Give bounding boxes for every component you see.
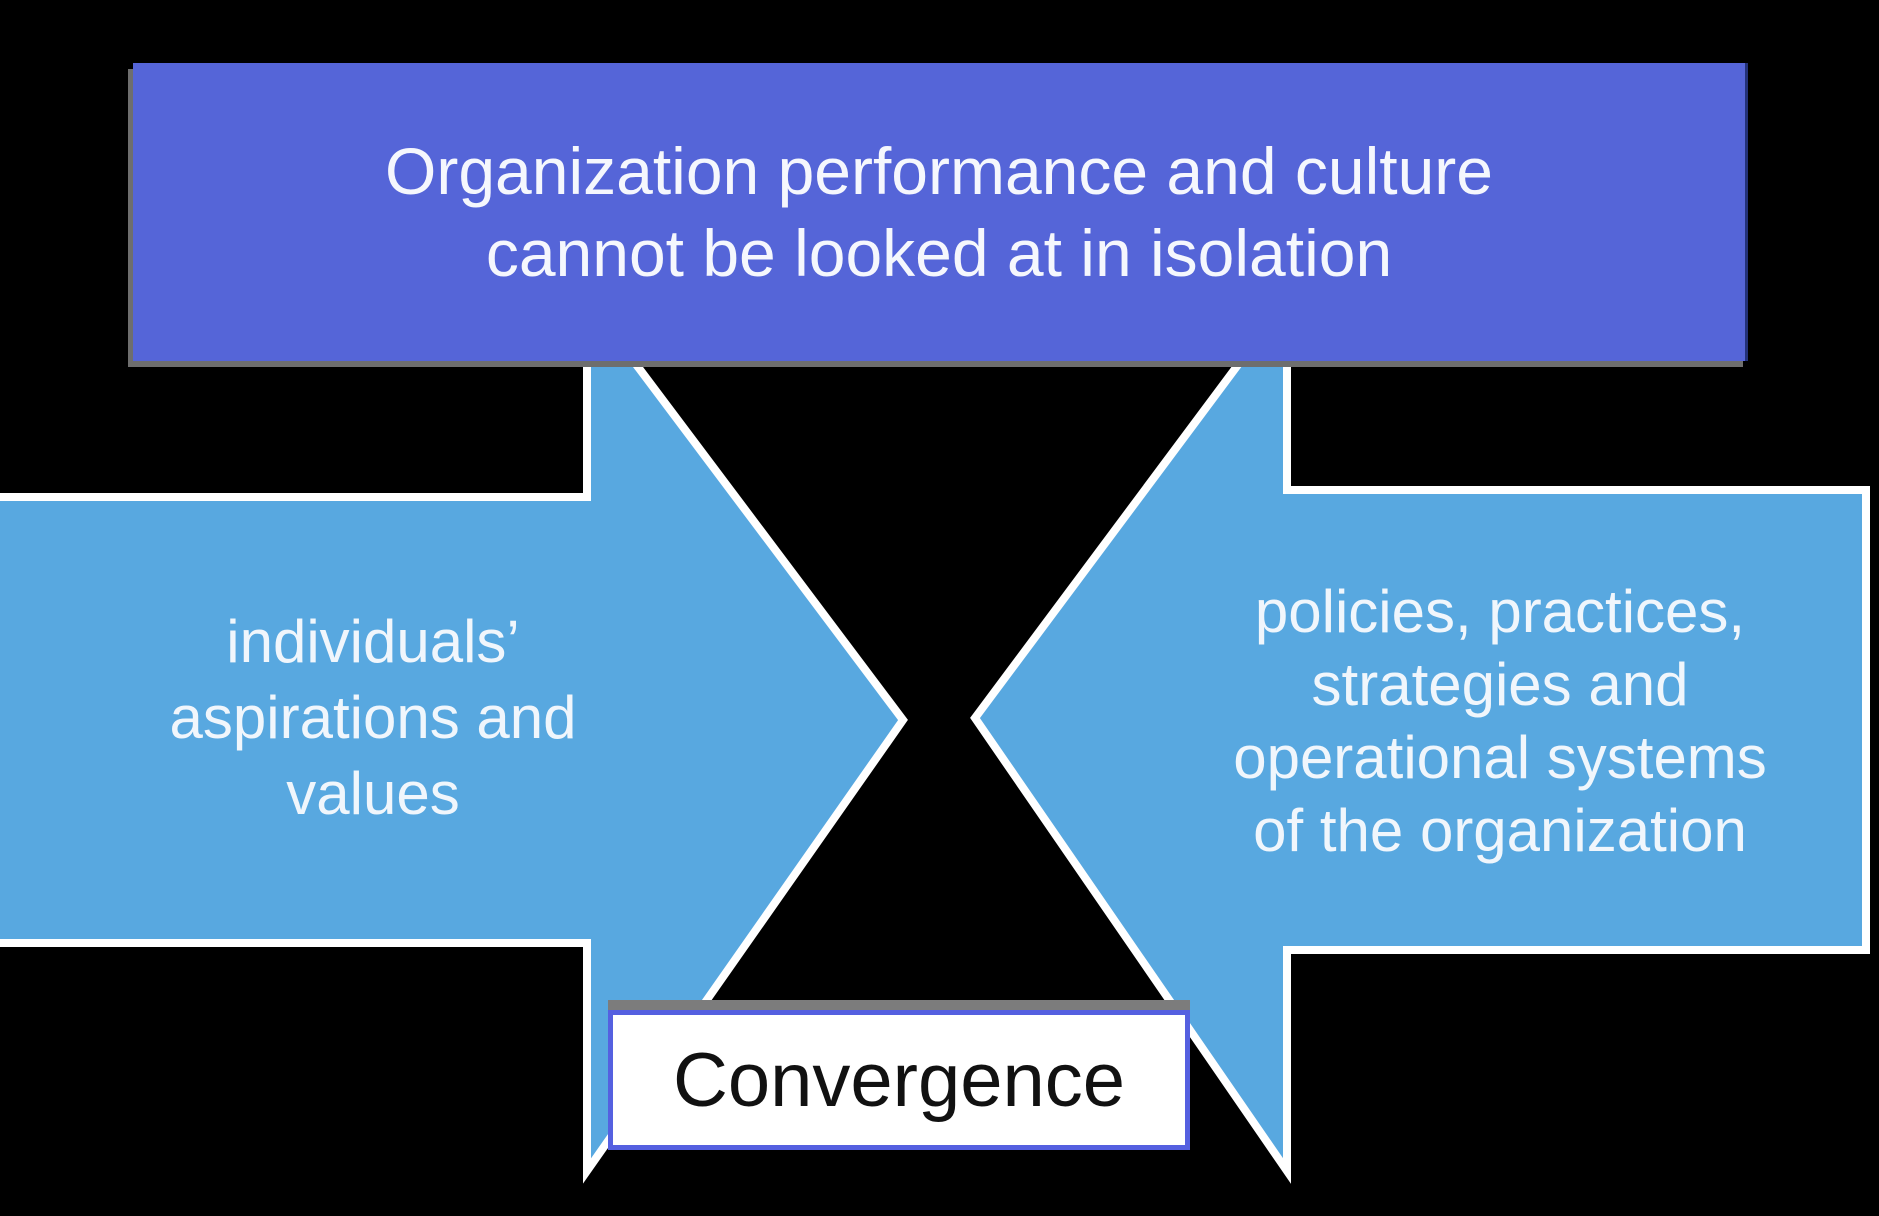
left-arrow-label: individuals’ aspirations and values bbox=[73, 604, 673, 832]
title-line-1: Organization performance and culture bbox=[385, 134, 1493, 208]
left-arrow-label-line-2: aspirations and bbox=[169, 684, 577, 751]
left-arrow-label-line-3: values bbox=[286, 760, 460, 827]
convergence-box: Convergence bbox=[608, 1010, 1190, 1150]
right-arrow-label-line-2: strategies and bbox=[1311, 651, 1689, 718]
convergence-label: Convergence bbox=[672, 1037, 1126, 1123]
right-arrow-shape bbox=[970, 286, 1870, 1184]
right-arrow-label-line-3: operational systems bbox=[1233, 724, 1767, 791]
title-line-2: cannot be looked at in isolation bbox=[485, 216, 1393, 290]
right-arrow-label-line-4: of the organization bbox=[1253, 797, 1747, 864]
left-arrow-label-line-1: individuals’ bbox=[226, 608, 520, 675]
right-arrow-label-line-1: policies, practices, bbox=[1254, 578, 1746, 645]
left-arrow-shape bbox=[0, 287, 908, 1184]
title-banner: Organization performance and culture can… bbox=[133, 63, 1748, 361]
right-arrow-label: policies, practices, strategies and oper… bbox=[1150, 575, 1850, 867]
